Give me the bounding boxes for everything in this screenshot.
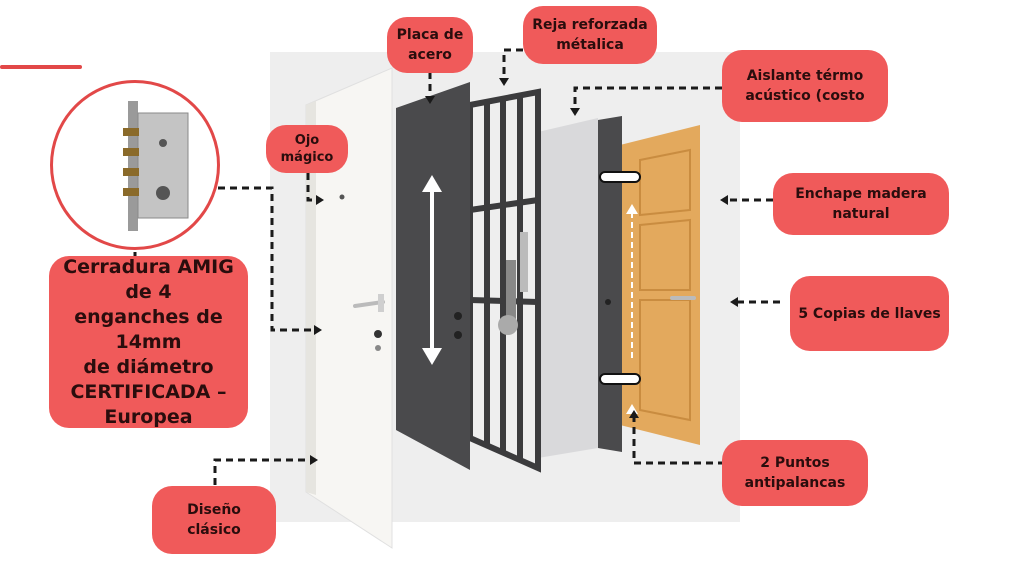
label-reja-reforzada: Reja reforzada métalica — [523, 6, 657, 64]
lock-mechanism-icon — [123, 101, 189, 231]
double-arrow-icon — [422, 175, 442, 365]
wood-panel — [639, 218, 691, 291]
peephole — [339, 194, 345, 200]
label-cerradura-text: Cerradura AMIG de 4 enganches de 14mm de… — [63, 255, 234, 428]
label-copias-llaves: 5 Copias de llaves — [790, 276, 949, 351]
label-aislante-text: Aislante térmo acústico (costo — [745, 68, 865, 104]
label-ojo-text: Ojo mágico — [280, 133, 334, 165]
label-enchape: Enchape madera natural — [773, 173, 949, 235]
lock-mechanism-image — [50, 80, 220, 250]
connector-arrowheads — [310, 78, 738, 465]
arrow-head — [626, 404, 638, 414]
grille-bolt — [520, 232, 528, 292]
plate-hole — [454, 312, 462, 320]
label-diseno-text: Diseño clásico — [187, 502, 241, 538]
label-reja-text: Reja reforzada métalica — [532, 17, 648, 53]
antilever-point-top — [599, 171, 641, 183]
label-ojo-magico: Ojo mágico — [266, 125, 348, 173]
insulation-edge — [598, 116, 622, 452]
label-enchape-text: Enchape madera natural — [795, 186, 927, 222]
insulation-panel — [538, 118, 598, 458]
label-puntos-antipalancas: 2 Puntos antipalancas — [722, 440, 868, 506]
grille-lock-plate — [498, 315, 518, 335]
connectors — [133, 48, 780, 485]
arrow-head — [626, 204, 638, 214]
keyhole — [374, 330, 382, 338]
grille-lock — [506, 260, 516, 330]
accent-bar — [0, 65, 82, 69]
label-placa-acero: Placa de acero — [387, 17, 473, 73]
label-aislante: Aislante térmo acústico (costo — [722, 50, 888, 122]
antilever-point-bottom — [599, 373, 641, 385]
keyhole-ring — [375, 345, 381, 351]
insulation-hole — [605, 299, 611, 305]
label-placa-text: Placa de acero — [396, 27, 464, 63]
label-copias-text: 5 Copias de llaves — [798, 305, 941, 322]
plate-hole — [454, 331, 462, 339]
label-puntos-text: 2 Puntos antipalancas — [744, 455, 846, 491]
handle-rose — [378, 294, 384, 312]
label-cerradura: Cerradura AMIG de 4 enganches de 14mm de… — [49, 256, 248, 428]
label-diseno-clasico: Diseño clásico — [152, 486, 276, 554]
wood-panel — [639, 148, 691, 217]
